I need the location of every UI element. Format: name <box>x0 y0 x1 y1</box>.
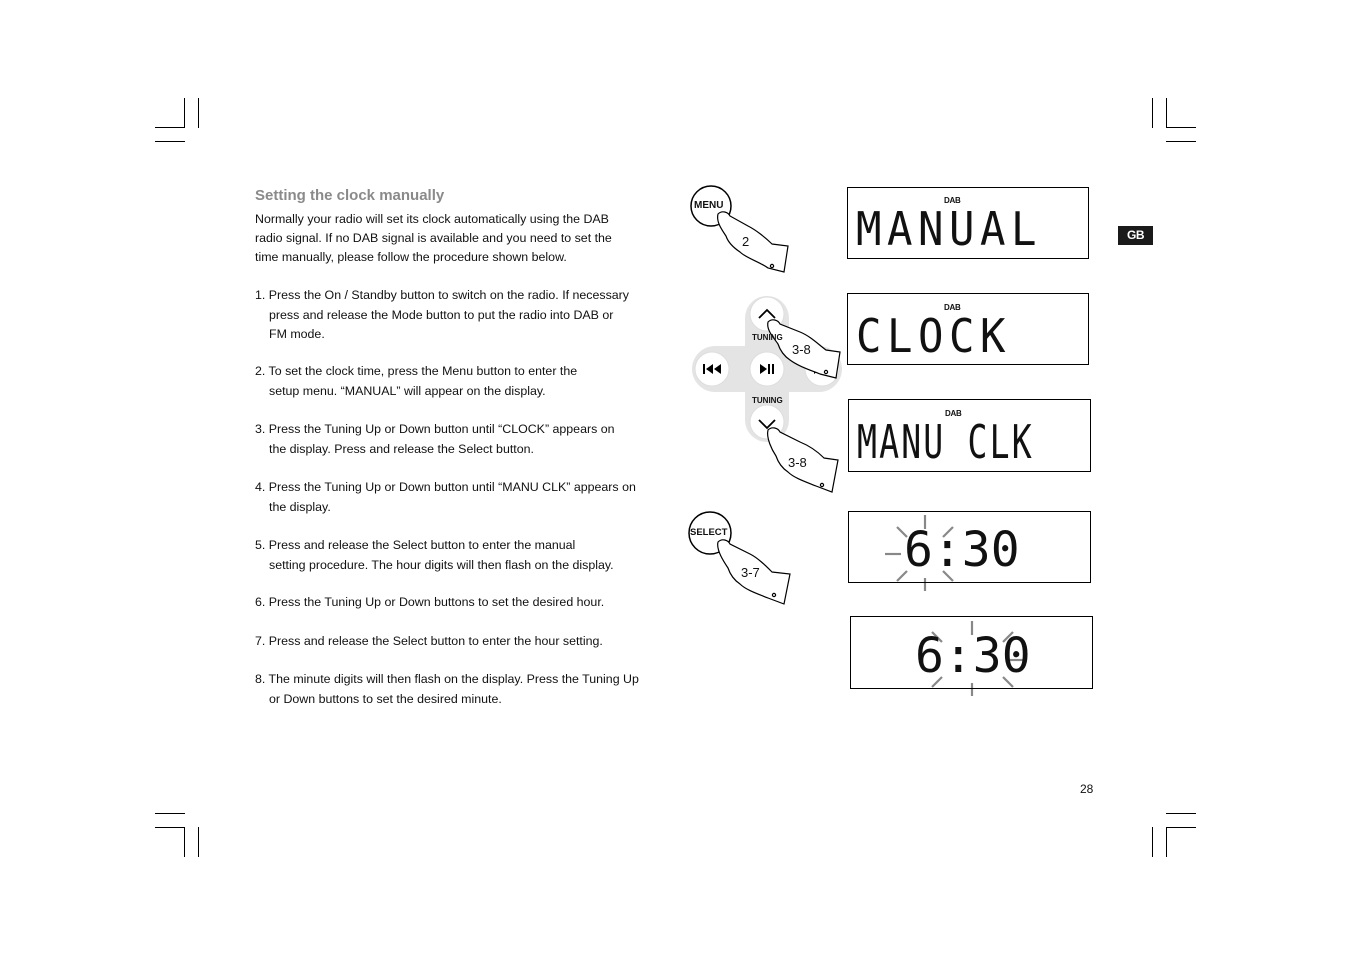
step-line: FM mode. <box>269 327 325 341</box>
lcd-clock: 6:30 <box>904 522 1020 578</box>
step-1: 1. Press the On / Standby button to swit… <box>255 286 675 345</box>
skip-back-icon <box>703 364 721 374</box>
lcd-text: CLOCK <box>856 309 1012 363</box>
finger-pointer-icon <box>767 427 839 493</box>
lcd-text: MANU CLK <box>857 415 1034 469</box>
lcd-clock: 6:30 <box>915 628 1031 684</box>
flash-rays-icon <box>885 515 954 591</box>
crop-mark <box>184 98 185 128</box>
crop-mark <box>1152 98 1153 128</box>
step-8: 8. The minute digits will then flash on … <box>255 670 675 709</box>
lcd-display: DAB CLOCK <box>847 293 1089 365</box>
crop-mark <box>1166 127 1196 128</box>
step-2: 2. To set the clock time, press the Menu… <box>255 362 675 401</box>
crop-mark <box>198 98 199 128</box>
intro-paragraph: Normally your radio will set its clock a… <box>255 210 655 267</box>
crop-mark <box>1166 813 1196 814</box>
step-line: 5. Press and release the Select button t… <box>255 538 576 552</box>
chevron-up-icon <box>758 308 776 319</box>
step-line: or Down buttons to set the desired minut… <box>269 691 502 706</box>
step-4: 4. Press the Tuning Up or Down button un… <box>255 478 675 517</box>
crop-mark <box>1152 827 1153 857</box>
step-line: the display. Press and release the Selec… <box>269 441 534 456</box>
intro-line: Normally your radio will set its clock a… <box>255 212 609 226</box>
dab-indicator: DAB <box>944 303 961 312</box>
step-3: 3. Press the Tuning Up or Down button un… <box>255 420 675 459</box>
flash-rays-icon <box>931 621 1026 696</box>
section-heading: Setting the clock manually <box>255 187 445 204</box>
step-line: 1. Press the On / Standby button to swit… <box>255 288 629 302</box>
step-line: 7. Press and release the Select button t… <box>255 634 603 648</box>
step-line: 3. Press the Tuning Up or Down button un… <box>255 422 615 436</box>
dab-indicator: DAB <box>944 196 961 205</box>
chevron-down-icon <box>758 419 776 430</box>
crop-mark <box>198 827 199 857</box>
step-line: 6. Press the Tuning Up or Down buttons t… <box>255 595 605 609</box>
tuning-down-label: TUNING <box>752 396 783 405</box>
step-5: 5. Press and release the Select button t… <box>255 536 675 575</box>
step-reference: 2 <box>742 234 750 249</box>
intro-line: radio signal. If no DAB signal is availa… <box>255 231 612 245</box>
crop-mark <box>1166 98 1167 128</box>
crop-mark <box>1166 827 1167 857</box>
step-line: setup menu. “MANUAL” will appear on the … <box>269 383 546 398</box>
step-line: 8. The minute digits will then flash on … <box>255 672 639 686</box>
step-reference: 3-8 <box>792 342 811 357</box>
language-tab: GB <box>1118 226 1153 245</box>
tuning-up-label: TUNING <box>752 333 783 342</box>
lcd-display: DAB MANU CLK <box>848 399 1091 472</box>
step-reference: 3-8 <box>788 455 807 470</box>
step-reference: 3-7 <box>741 565 760 580</box>
step-line: 2. To set the clock time, press the Menu… <box>255 364 578 378</box>
select-button-label: SELECT <box>690 527 728 538</box>
lcd-display: DAB MANUAL <box>847 187 1089 259</box>
page-number: 28 <box>1080 782 1094 796</box>
crop-mark <box>1166 141 1196 142</box>
lcd-text: MANUAL <box>856 202 1042 256</box>
menu-button-label: MENU <box>694 200 724 211</box>
step-line: press and release the Mode button to put… <box>269 307 614 322</box>
step-line: the display. <box>269 499 331 514</box>
step-7: 7. Press and release the Select button t… <box>255 632 675 652</box>
step-line: 4. Press the Tuning Up or Down button un… <box>255 480 636 494</box>
crop-mark <box>155 813 185 814</box>
crop-mark <box>184 827 185 857</box>
lcd-display: 6:30 <box>850 616 1093 689</box>
finger-pointer-icon <box>717 211 789 273</box>
finger-pointer-icon <box>767 319 841 379</box>
step-line: setting procedure. The hour digits will … <box>269 557 614 572</box>
finger-pointer-icon <box>717 539 791 605</box>
crop-mark <box>1166 827 1196 828</box>
crop-mark <box>155 827 185 828</box>
dab-indicator: DAB <box>945 409 962 418</box>
step-6: 6. Press the Tuning Up or Down buttons t… <box>255 593 675 613</box>
lcd-display: 6:30 <box>848 511 1091 583</box>
crop-mark <box>155 127 185 128</box>
crop-mark <box>155 141 185 142</box>
intro-line: time manually, please follow the procedu… <box>255 250 567 264</box>
play-pause-icon <box>760 364 774 374</box>
